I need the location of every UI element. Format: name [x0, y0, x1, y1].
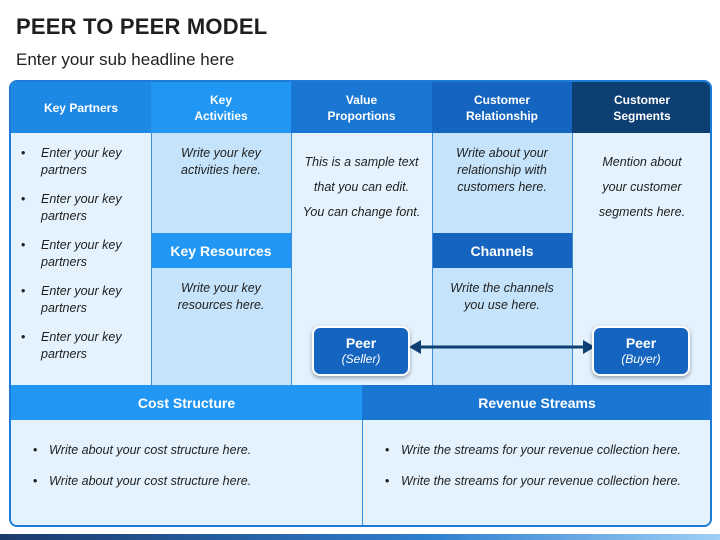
divider: [432, 133, 433, 385]
customer-segments-line: your customer: [602, 180, 682, 194]
value-proportions-title-line1: Value: [345, 92, 378, 107]
key-partners-header: Key Partners: [11, 82, 151, 133]
list-item: Write the streams for your revenue colle…: [385, 442, 707, 459]
peer-seller-box: Peer (Seller): [312, 326, 410, 376]
page-subtitle: Enter your sub headline here: [16, 50, 235, 69]
revenue-streams-list: Write the streams for your revenue colle…: [385, 442, 707, 504]
list-item: Enter your key partners: [19, 237, 145, 271]
key-resources-title: Key Resources: [170, 242, 272, 259]
cost-structure-header: Cost Structure: [11, 385, 362, 420]
value-proportions-line: that you can edit.: [313, 180, 410, 194]
key-resources-header: Key Resources: [151, 233, 291, 268]
channels-text: Write the channels you use here.: [450, 281, 554, 312]
list-item: Enter your key partners: [19, 329, 145, 363]
value-proportions-line: This is a sample text: [304, 155, 419, 169]
list-item: Write about your cost structure here.: [33, 473, 353, 490]
cost-structure-title: Cost Structure: [137, 394, 236, 411]
customer-segments-header: Customer Segments: [572, 82, 710, 133]
key-partners-list: Enter your key partners Enter your key p…: [19, 145, 145, 375]
customer-segments-text: Mention about your customer segments her…: [576, 150, 708, 225]
value-proportions-title-line2: Proportions: [327, 108, 396, 123]
customer-segments-title-line2: Segments: [613, 108, 671, 123]
key-resources-text: Write your key resources here.: [177, 281, 265, 312]
cost-structure-list: Write about your cost structure here. Wr…: [33, 442, 353, 504]
key-partners-title: Key Partners: [43, 100, 119, 115]
divider: [151, 133, 152, 385]
value-proportions-text: This is a sample text that you can edit.…: [295, 150, 428, 225]
key-activities-title-line2: Activities: [194, 108, 248, 123]
key-activities-header: Key Activities: [151, 82, 291, 133]
key-activities-text: Write your key activities here.: [181, 146, 261, 177]
customer-relationship-title-line1: Customer: [473, 92, 530, 107]
page-title: PEER TO PEER MODEL: [16, 14, 268, 39]
peer-buyer-box: Peer (Buyer): [592, 326, 690, 376]
customer-relationship-title-line2: Relationship: [465, 108, 538, 123]
key-activities-title-line1: Key: [209, 92, 232, 107]
double-arrow-icon: [409, 340, 595, 354]
channels-header: Channels: [432, 233, 572, 268]
value-proportions-line: You can change font.: [302, 205, 421, 219]
peer-buyer-name: Peer: [625, 335, 657, 351]
customer-relationship-header: Customer Relationship: [432, 82, 572, 133]
revenue-streams-header: Revenue Streams: [362, 385, 710, 420]
divider: [572, 133, 573, 385]
footer-bar: [0, 534, 720, 540]
list-item: Enter your key partners: [19, 145, 145, 179]
divider: [362, 420, 363, 525]
peer-seller-name: Peer: [345, 335, 377, 351]
business-model-canvas: Key Partners Key Activities Value Propor…: [9, 80, 712, 527]
list-item: Write about your cost structure here.: [33, 442, 353, 459]
customer-relationship-text: Write about your relationship with custo…: [456, 146, 548, 194]
channels-title: Channels: [470, 242, 534, 259]
peer-buyer-role: (Buyer): [621, 352, 661, 366]
list-item: Write the streams for your revenue colle…: [385, 473, 707, 490]
list-item: Enter your key partners: [19, 283, 145, 317]
customer-segments-line: Mention about: [602, 155, 682, 169]
list-item: Enter your key partners: [19, 191, 145, 225]
peer-seller-role: (Seller): [341, 352, 381, 366]
customer-segments-title-line1: Customer: [613, 92, 670, 107]
divider: [291, 133, 292, 385]
value-proportions-header: Value Proportions: [291, 82, 432, 133]
revenue-streams-title: Revenue Streams: [478, 394, 596, 411]
customer-segments-line: segments here.: [598, 205, 686, 219]
